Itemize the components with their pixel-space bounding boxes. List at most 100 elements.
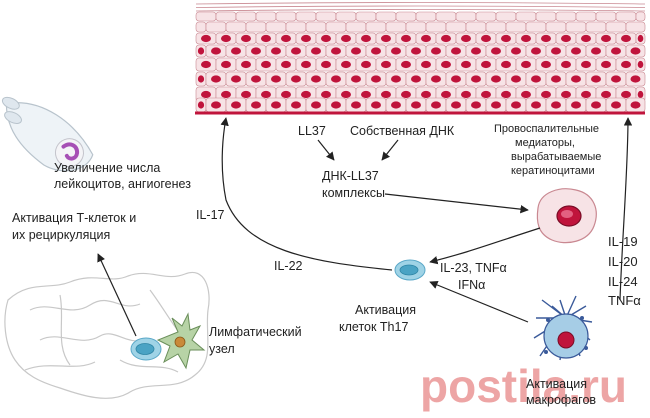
keratinocyte-cell — [605, 21, 627, 33]
keratinocyte-nucleus — [321, 34, 331, 43]
keratinocyte-nucleus — [351, 101, 361, 109]
stratum-corneum-line — [195, 2, 646, 5]
keratinocyte-nucleus — [481, 34, 491, 43]
label-lymph-node-line-2: узел — [209, 342, 235, 356]
keratinocyte-nucleus — [261, 60, 271, 69]
keratinocyte-nucleus — [231, 75, 241, 83]
keratinocyte-nucleus — [621, 90, 631, 99]
keratinocyte-nucleus — [481, 60, 491, 69]
keratinocyte-nucleus — [271, 101, 281, 109]
keratinocyte-cell — [215, 11, 237, 22]
keratinocyte-nucleus — [630, 75, 641, 83]
label-macrophage-line-2: макрофагов — [526, 393, 596, 407]
keratinocyte-cell — [305, 21, 327, 33]
keratinocyte-nucleus — [201, 90, 211, 99]
keratinocyte-nucleus — [411, 47, 421, 55]
keratinocyte-nucleus — [461, 60, 471, 69]
label-own-dna: Собственная ДНК — [350, 124, 455, 138]
keratinocyte-nucleus — [521, 34, 531, 43]
arrow-keratinocyte-to-th17 — [429, 227, 541, 265]
keratinocyte-nucleus — [421, 90, 431, 99]
keratinocyte-nucleus — [451, 75, 461, 83]
keratinocyte-nucleus — [501, 34, 511, 43]
keratinocyte-nucleus — [491, 47, 501, 55]
keratinocyte-nucleus — [341, 60, 351, 69]
keratinocyte-cell — [325, 21, 347, 33]
keratinocyte-nucleus — [221, 90, 231, 99]
keratinocyte-cell — [355, 11, 377, 22]
keratinocyte-nucleus — [401, 90, 411, 99]
label-complex-line-2: комплексы — [322, 186, 385, 200]
label-il22: IL-22 — [274, 259, 303, 273]
keratinocyte-nucleus — [331, 75, 341, 83]
keratinocyte-nucleus — [421, 60, 431, 69]
keratinocyte-nucleus — [291, 101, 301, 109]
leukocyte-cell-icon — [1, 96, 94, 172]
keratinocyte-nucleus — [331, 101, 341, 109]
keratinocyte-cell — [415, 11, 437, 22]
keratinocyte-cell — [375, 11, 397, 22]
keratinocyte-cell — [445, 21, 467, 33]
keratinocyte-nucleus — [411, 101, 421, 109]
keratinocyte-nucleus — [541, 60, 551, 69]
label-right-cytokines: IL-19 IL-20 IL-24 TNFα — [608, 234, 641, 308]
keratinocyte-nucleus — [591, 47, 601, 55]
arrow-th17-to-skin — [220, 117, 393, 271]
label-dna-ll37-complexes: ДНК-LL37 комплексы — [322, 169, 385, 200]
label-th17-activation: Активация клеток Th17 — [339, 303, 420, 334]
keratinocyte-nucleus — [501, 60, 511, 69]
keratinocyte-cell — [525, 21, 547, 33]
keratinocyte-cell — [275, 11, 297, 22]
keratinocyte-nucleus — [251, 47, 261, 55]
keratinocyte-cell — [425, 21, 447, 33]
arrow-dna-to-complex — [381, 139, 399, 161]
keratinocyte-cell — [635, 11, 646, 22]
keratinocyte-cell — [615, 11, 637, 22]
keratinocyte-nucleus — [251, 101, 261, 109]
keratinocyte-cell — [205, 21, 227, 33]
keratinocyte-nucleus — [391, 101, 401, 109]
keratinocyte-cell — [365, 21, 387, 33]
label-mediators-line-1: Провоспалительные — [494, 123, 599, 135]
keratinocyte-cell — [245, 21, 267, 33]
keratinocyte-nucleus — [451, 101, 461, 109]
keratinocyte-cell — [265, 21, 287, 33]
label-lymph-node: Лимфатический узел — [209, 325, 305, 356]
label-il23-line-1: IL-23, TNFα — [440, 261, 507, 275]
keratinocyte-nucleus — [291, 47, 301, 55]
keratinocyte-nucleus — [601, 90, 611, 99]
keratinocyte-nucleus — [561, 34, 571, 43]
label-mediators-line-4: кератиноцитами — [511, 165, 595, 177]
keratinocyte-nucleus — [391, 47, 401, 55]
keratinocyte-nucleus — [201, 34, 211, 43]
keratinocyte-nucleus — [561, 90, 571, 99]
keratinocyte-cell — [435, 11, 457, 22]
keratinocyte-nucleus — [211, 101, 221, 109]
keratinocyte-nucleus — [471, 75, 481, 83]
label-il19: IL-19 — [608, 234, 638, 249]
arrows — [97, 117, 633, 337]
keratinocyte-nucleus — [551, 75, 561, 83]
keratinocyte-nucleus — [581, 34, 591, 43]
keratinocyte-cell — [195, 11, 217, 22]
keratinocyte-cell — [625, 21, 646, 33]
keratinocyte-nucleus — [321, 90, 331, 99]
keratinocyte-layer-icon — [195, 2, 646, 113]
keratinocyte-cell — [585, 21, 607, 33]
keratinocyte-nucleus — [401, 60, 411, 69]
keratinocyte-cell — [295, 11, 317, 22]
keratinocyte-cell — [465, 21, 487, 33]
keratinocyte-nucleus — [361, 34, 371, 43]
keratinocyte-nucleus — [471, 101, 481, 109]
keratinocyte-nucleus — [621, 34, 631, 43]
label-ll37: LL37 — [298, 124, 326, 138]
keratinocyte-cell — [475, 11, 497, 22]
stratum-corneum-line — [195, 9, 646, 12]
keratinocyte-cell — [385, 21, 407, 33]
label-il20: IL-20 — [608, 254, 638, 269]
watermark-text: postila.ru — [420, 360, 627, 412]
t-cell-icon — [130, 337, 162, 361]
label-leukocytes-line-2: лейкоцитов, ангиогенез — [54, 177, 191, 191]
